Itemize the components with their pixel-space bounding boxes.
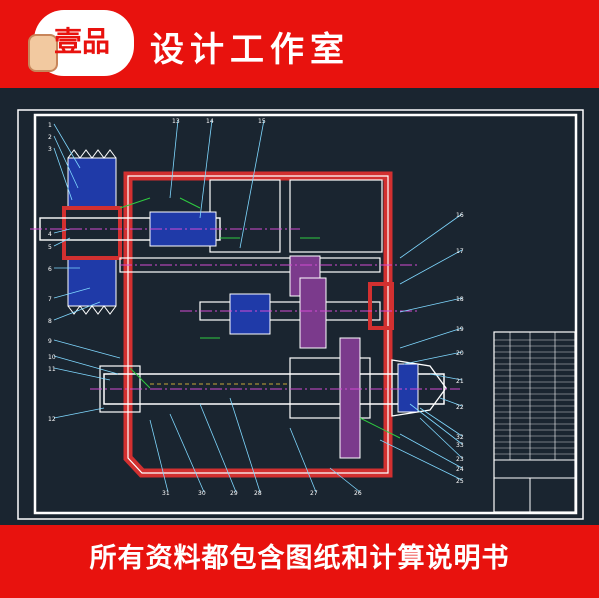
leader-line (53, 355, 119, 375)
part-number-1: 1 (48, 122, 52, 129)
part-number-19: 19 (456, 326, 464, 333)
part-number-24: 24 (456, 466, 464, 473)
part-number-22: 22 (456, 404, 464, 411)
part-number-10: 10 (48, 354, 56, 361)
part-number-2: 2 (48, 134, 52, 141)
leader-line (439, 397, 463, 407)
part-number-25: 25 (456, 478, 464, 485)
leader-line (229, 397, 261, 493)
part-number-18: 18 (456, 296, 464, 303)
part-number-16: 16 (456, 212, 464, 219)
part-number-7: 7 (48, 296, 52, 303)
leader-line (379, 439, 463, 481)
leader-line (399, 249, 463, 285)
leader-line (429, 373, 463, 381)
part-number-12: 12 (48, 416, 56, 423)
leader-line (53, 407, 105, 419)
leader-line (149, 419, 169, 493)
part-number-32: 32 (456, 434, 464, 441)
leader-line (399, 213, 463, 259)
part-number-27: 27 (310, 490, 318, 497)
leader-line (53, 147, 73, 201)
part-number-28: 28 (254, 490, 262, 497)
part-number-13: 13 (172, 118, 180, 125)
bottom-banner (0, 525, 599, 598)
bottom-caption: 所有资料都包含图纸和计算说明书 (89, 543, 510, 574)
leader-line (199, 403, 237, 493)
part-number-21: 21 (456, 378, 464, 385)
part-number-26: 26 (354, 490, 362, 497)
leader-line (53, 301, 101, 321)
part-number-20: 20 (456, 350, 464, 357)
leader-line (199, 119, 213, 219)
intermediate-shaft (119, 255, 420, 349)
part-number-5: 5 (48, 244, 52, 251)
leader-line (409, 403, 463, 445)
output-spindle (90, 337, 460, 459)
inner-frame (33, 113, 578, 515)
leader-line (53, 287, 91, 299)
outer-frame (17, 109, 584, 520)
leader-line (239, 119, 265, 249)
part-number-14: 14 (206, 118, 214, 125)
leader-line (399, 297, 463, 313)
part-number-11: 11 (48, 366, 56, 373)
dimension-marks (119, 197, 401, 439)
part-number-3: 3 (48, 146, 52, 153)
part-number-15: 15 (258, 118, 266, 125)
part-number-9: 9 (48, 338, 52, 345)
leader-line (53, 123, 81, 169)
leader-line (419, 417, 463, 459)
brand-title: 设计工作室 (150, 30, 350, 70)
part-number-6: 6 (48, 266, 52, 273)
part-number-30: 30 (198, 490, 206, 497)
title-block (493, 331, 576, 513)
leader-line (399, 433, 463, 469)
thumbs-up-icon (28, 34, 58, 72)
part-number-17: 17 (456, 248, 464, 255)
leader-line (53, 237, 71, 247)
leader-line (169, 119, 179, 199)
leader-line (289, 427, 317, 493)
part-number-29: 29 (230, 490, 238, 497)
part-number-23: 23 (456, 456, 464, 463)
leader-line (53, 367, 111, 381)
leader-line (399, 327, 463, 349)
leader-line (169, 413, 205, 493)
part-number-8: 8 (48, 318, 52, 325)
input-shaft (30, 211, 300, 247)
leader-line (419, 407, 463, 437)
leader-line (53, 339, 121, 359)
logo-text: 壹品 (54, 25, 111, 58)
v-belt-pulley (62, 149, 122, 315)
leader-line (53, 135, 79, 189)
leader-line (53, 228, 71, 234)
part-number-31: 31 (162, 490, 170, 497)
leader-line (329, 467, 361, 493)
part-number-4: 4 (48, 231, 52, 238)
leader-line (403, 351, 463, 365)
part-number-33: 33 (456, 442, 464, 449)
